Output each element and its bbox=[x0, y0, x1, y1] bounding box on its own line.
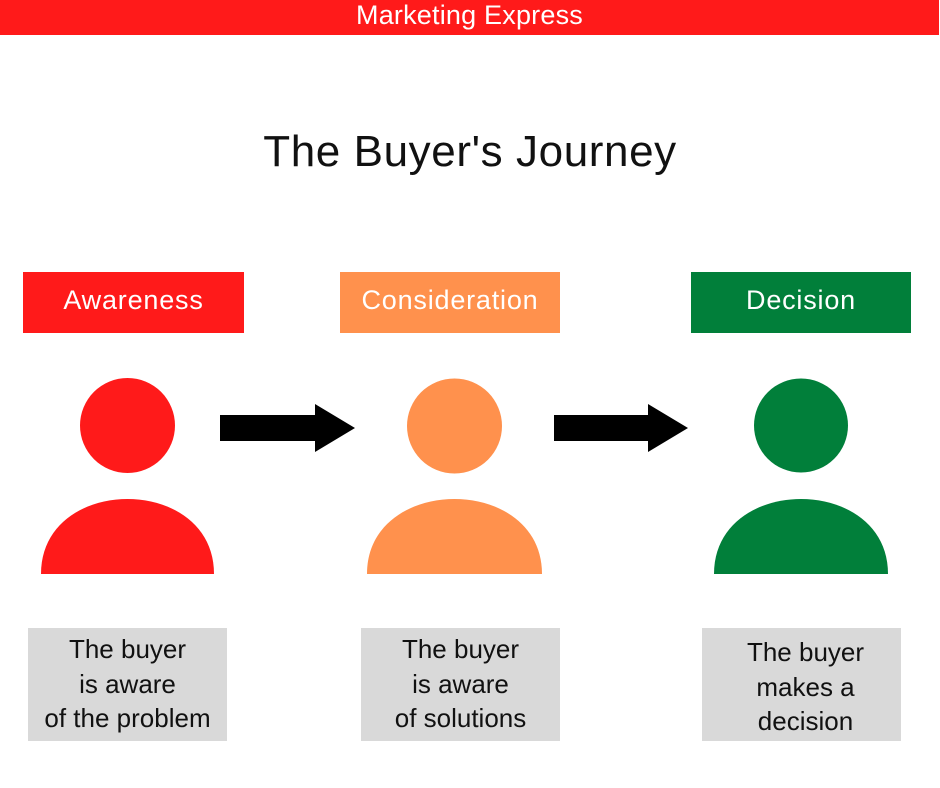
person-body bbox=[367, 499, 542, 574]
stage-label-awareness: Awareness bbox=[23, 272, 244, 333]
stage-description-decision: The buyer makes a decision bbox=[702, 628, 901, 741]
person-icon-decision bbox=[714, 378, 888, 574]
brand-banner: Marketing Express bbox=[0, 0, 939, 35]
person-icon-awareness bbox=[41, 378, 214, 574]
stage-label-decision: Decision bbox=[691, 272, 911, 333]
arrow-right-icon bbox=[554, 404, 688, 452]
stage-description-consideration: The buyer is aware of solutions bbox=[361, 628, 560, 741]
arrow-right-icon bbox=[220, 404, 355, 452]
description-line: is aware bbox=[79, 668, 176, 699]
description-line: of the problem bbox=[44, 703, 211, 733]
person-body bbox=[41, 499, 214, 574]
description-line: The buyer bbox=[746, 637, 865, 667]
description-line: The buyer bbox=[68, 634, 187, 664]
person-head bbox=[754, 378, 848, 473]
description-line: makes a bbox=[756, 671, 855, 702]
stage-label-text: Decision bbox=[746, 285, 856, 315]
description-line: decision bbox=[757, 706, 854, 736]
stage-label-text: Consideration bbox=[361, 285, 539, 315]
description-line: of solutions bbox=[394, 703, 527, 733]
person-head bbox=[407, 378, 502, 474]
description-line: The buyer bbox=[401, 634, 520, 664]
description-line: is aware bbox=[412, 668, 509, 699]
stage-label-text: Awareness bbox=[63, 285, 204, 315]
brand-name: Marketing Express bbox=[356, 0, 583, 30]
person-body bbox=[714, 499, 888, 574]
stage-label-consideration: Consideration bbox=[340, 272, 560, 333]
page-title: The Buyer's Journey bbox=[263, 127, 677, 176]
person-head bbox=[80, 378, 175, 473]
person-icon-consideration bbox=[367, 378, 542, 574]
stage-description-awareness: The buyer is aware of the problem bbox=[28, 628, 227, 741]
